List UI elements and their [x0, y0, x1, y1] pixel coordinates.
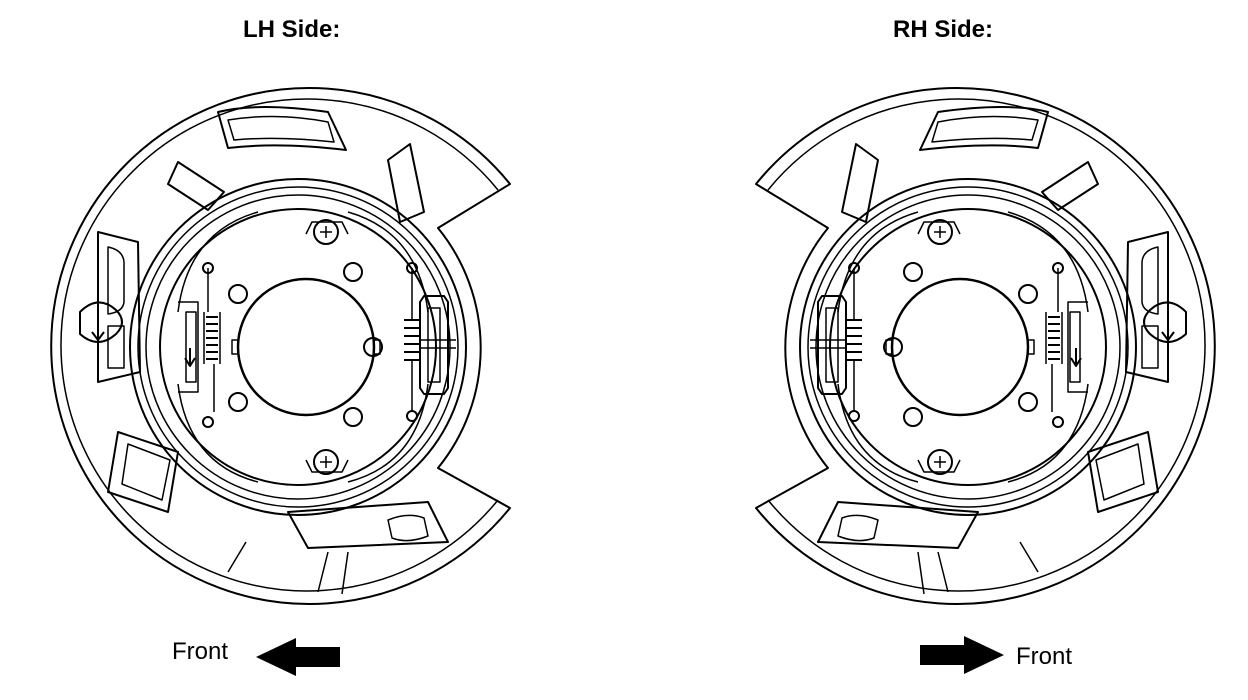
- lh-hub-opening: [236, 277, 376, 417]
- lh-bolt-hole: [343, 262, 363, 282]
- lh-side-title: LH Side:: [243, 16, 341, 43]
- lh-shield-arrow-icon: [91, 320, 105, 341]
- rh-front-label: Front: [1016, 643, 1073, 670]
- lh-top-screw: [305, 219, 349, 245]
- rh-brake-backing-plate: [755, 87, 1216, 605]
- arrow-left-icon: [256, 638, 340, 676]
- lh-bottom-screw: [305, 449, 349, 475]
- rh-top-screw: [917, 219, 961, 245]
- lh-bolt-hole: [228, 392, 248, 412]
- lh-bolt-hole: [343, 407, 363, 427]
- rh-spring-arrow-icon: [1070, 348, 1082, 367]
- rh-bolt-hole: [883, 337, 903, 357]
- rh-side-title: RH Side:: [893, 16, 994, 43]
- lh-drum-outer-ring: [129, 178, 467, 516]
- lh-brake-backing-plate: [50, 87, 511, 605]
- rh-wheel-cylinder: [810, 262, 862, 422]
- lh-bolt-hole: [228, 284, 248, 304]
- rh-shield-arrow-icon: [1161, 320, 1175, 341]
- rh-hub-opening: [890, 277, 1030, 417]
- rh-bolt-hole: [903, 262, 923, 282]
- rh-spring-cluster: [1045, 262, 1088, 428]
- rh-bolt-hole: [1018, 392, 1038, 412]
- rh-bottom-screw: [917, 449, 961, 475]
- lh-wheel-cylinder: [404, 262, 456, 422]
- lh-dust-shield-outline: [50, 87, 511, 605]
- lh-left-spring: [178, 262, 221, 428]
- rh-drum-outer-ring: [799, 178, 1137, 516]
- lh-bolt-hole: [363, 337, 383, 357]
- rh-bolt-hole: [903, 407, 923, 427]
- arrow-right-icon: [920, 636, 1004, 674]
- lh-spring-arrow-icon: [184, 348, 196, 367]
- lh-front-label: Front: [172, 638, 229, 665]
- rh-dust-shield-outline: [755, 87, 1216, 605]
- rh-bolt-hole: [1018, 284, 1038, 304]
